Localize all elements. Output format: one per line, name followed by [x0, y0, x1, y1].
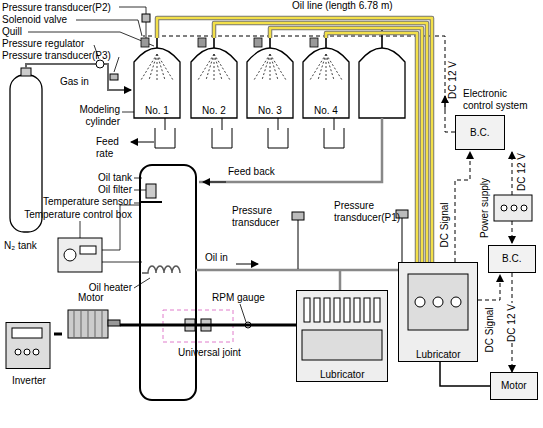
- node-text: Motor: [501, 380, 527, 392]
- node-text: No. 2: [202, 105, 226, 117]
- part-label: DC 12 V: [447, 60, 459, 100]
- part-label: Gas in: [60, 76, 89, 88]
- node-text: Lubricator: [320, 369, 364, 381]
- part-label: Oil tank: [0, 172, 132, 184]
- lubricator-outline: [296, 290, 388, 382]
- part-label: Universal joint: [178, 347, 241, 359]
- modeling-cylinder: No. 2: [190, 38, 238, 118]
- node-text: No. 1: [145, 105, 169, 117]
- inverter: Inverter: [4, 322, 54, 388]
- node-text: Inverter: [12, 375, 46, 387]
- part-label: Feed rate: [96, 136, 128, 159]
- control-box: B.C.: [488, 245, 536, 273]
- oil-line: [157, 18, 432, 262]
- node-text: Lubricator: [416, 349, 460, 361]
- motor: Motor: [490, 372, 538, 400]
- node-text: B.C.: [470, 127, 489, 139]
- part-label: Pressure transducer(P3): [2, 50, 111, 62]
- part-label: Solenoid valve: [2, 14, 67, 26]
- lubricator: Lubricator: [398, 262, 478, 362]
- connector: [120, 325, 296, 326]
- oil-line: [214, 23, 427, 262]
- part-label: Electronic control system: [463, 88, 538, 111]
- part-label: DC Signal: [439, 201, 451, 248]
- part-label: Pressure regulator: [2, 38, 84, 50]
- part-label: Feed back: [228, 166, 275, 178]
- connector: [54, 334, 62, 335]
- node-text: No. 4: [314, 105, 338, 117]
- edge-label: DC 12 V: [506, 303, 518, 343]
- part-label: RPM gauge: [212, 292, 265, 304]
- modeling-cylinder: No. 3: [246, 38, 294, 118]
- modeling-cylinder: No. 4: [302, 38, 350, 118]
- part-label: Quill: [2, 26, 22, 38]
- control-box: B.C.: [455, 115, 505, 150]
- node-text: B.C.: [502, 253, 521, 265]
- part-label: Oil filter: [0, 184, 132, 196]
- node-text: Motor: [78, 292, 104, 304]
- part-label: Oil heater: [0, 282, 132, 294]
- lubricator-outline: [398, 262, 478, 362]
- part-label: Pressure transducer: [232, 205, 287, 228]
- part-label: Oil line (length 6.78 m): [292, 0, 393, 12]
- node-text: No. 3: [258, 105, 282, 117]
- part-label: N₂ tank: [4, 240, 37, 252]
- part-label: Temperature control box: [0, 209, 132, 221]
- part-label: Modeling cylinder: [58, 104, 120, 127]
- part-label: Pressure transducer(P1): [334, 200, 394, 223]
- lubricator: Lubricator: [296, 290, 388, 382]
- modeling-cylinder: No. 1: [133, 38, 181, 118]
- part-label: Power supply: [479, 177, 491, 239]
- part-label: Temperature sensor: [0, 196, 132, 208]
- part-label: Oil in: [205, 252, 228, 264]
- part-label: DC 12 V: [516, 152, 528, 192]
- part-label: DC Signal: [484, 306, 496, 353]
- part-label: Pressure transducer(P2): [2, 2, 111, 14]
- motor: Motor: [62, 292, 120, 350]
